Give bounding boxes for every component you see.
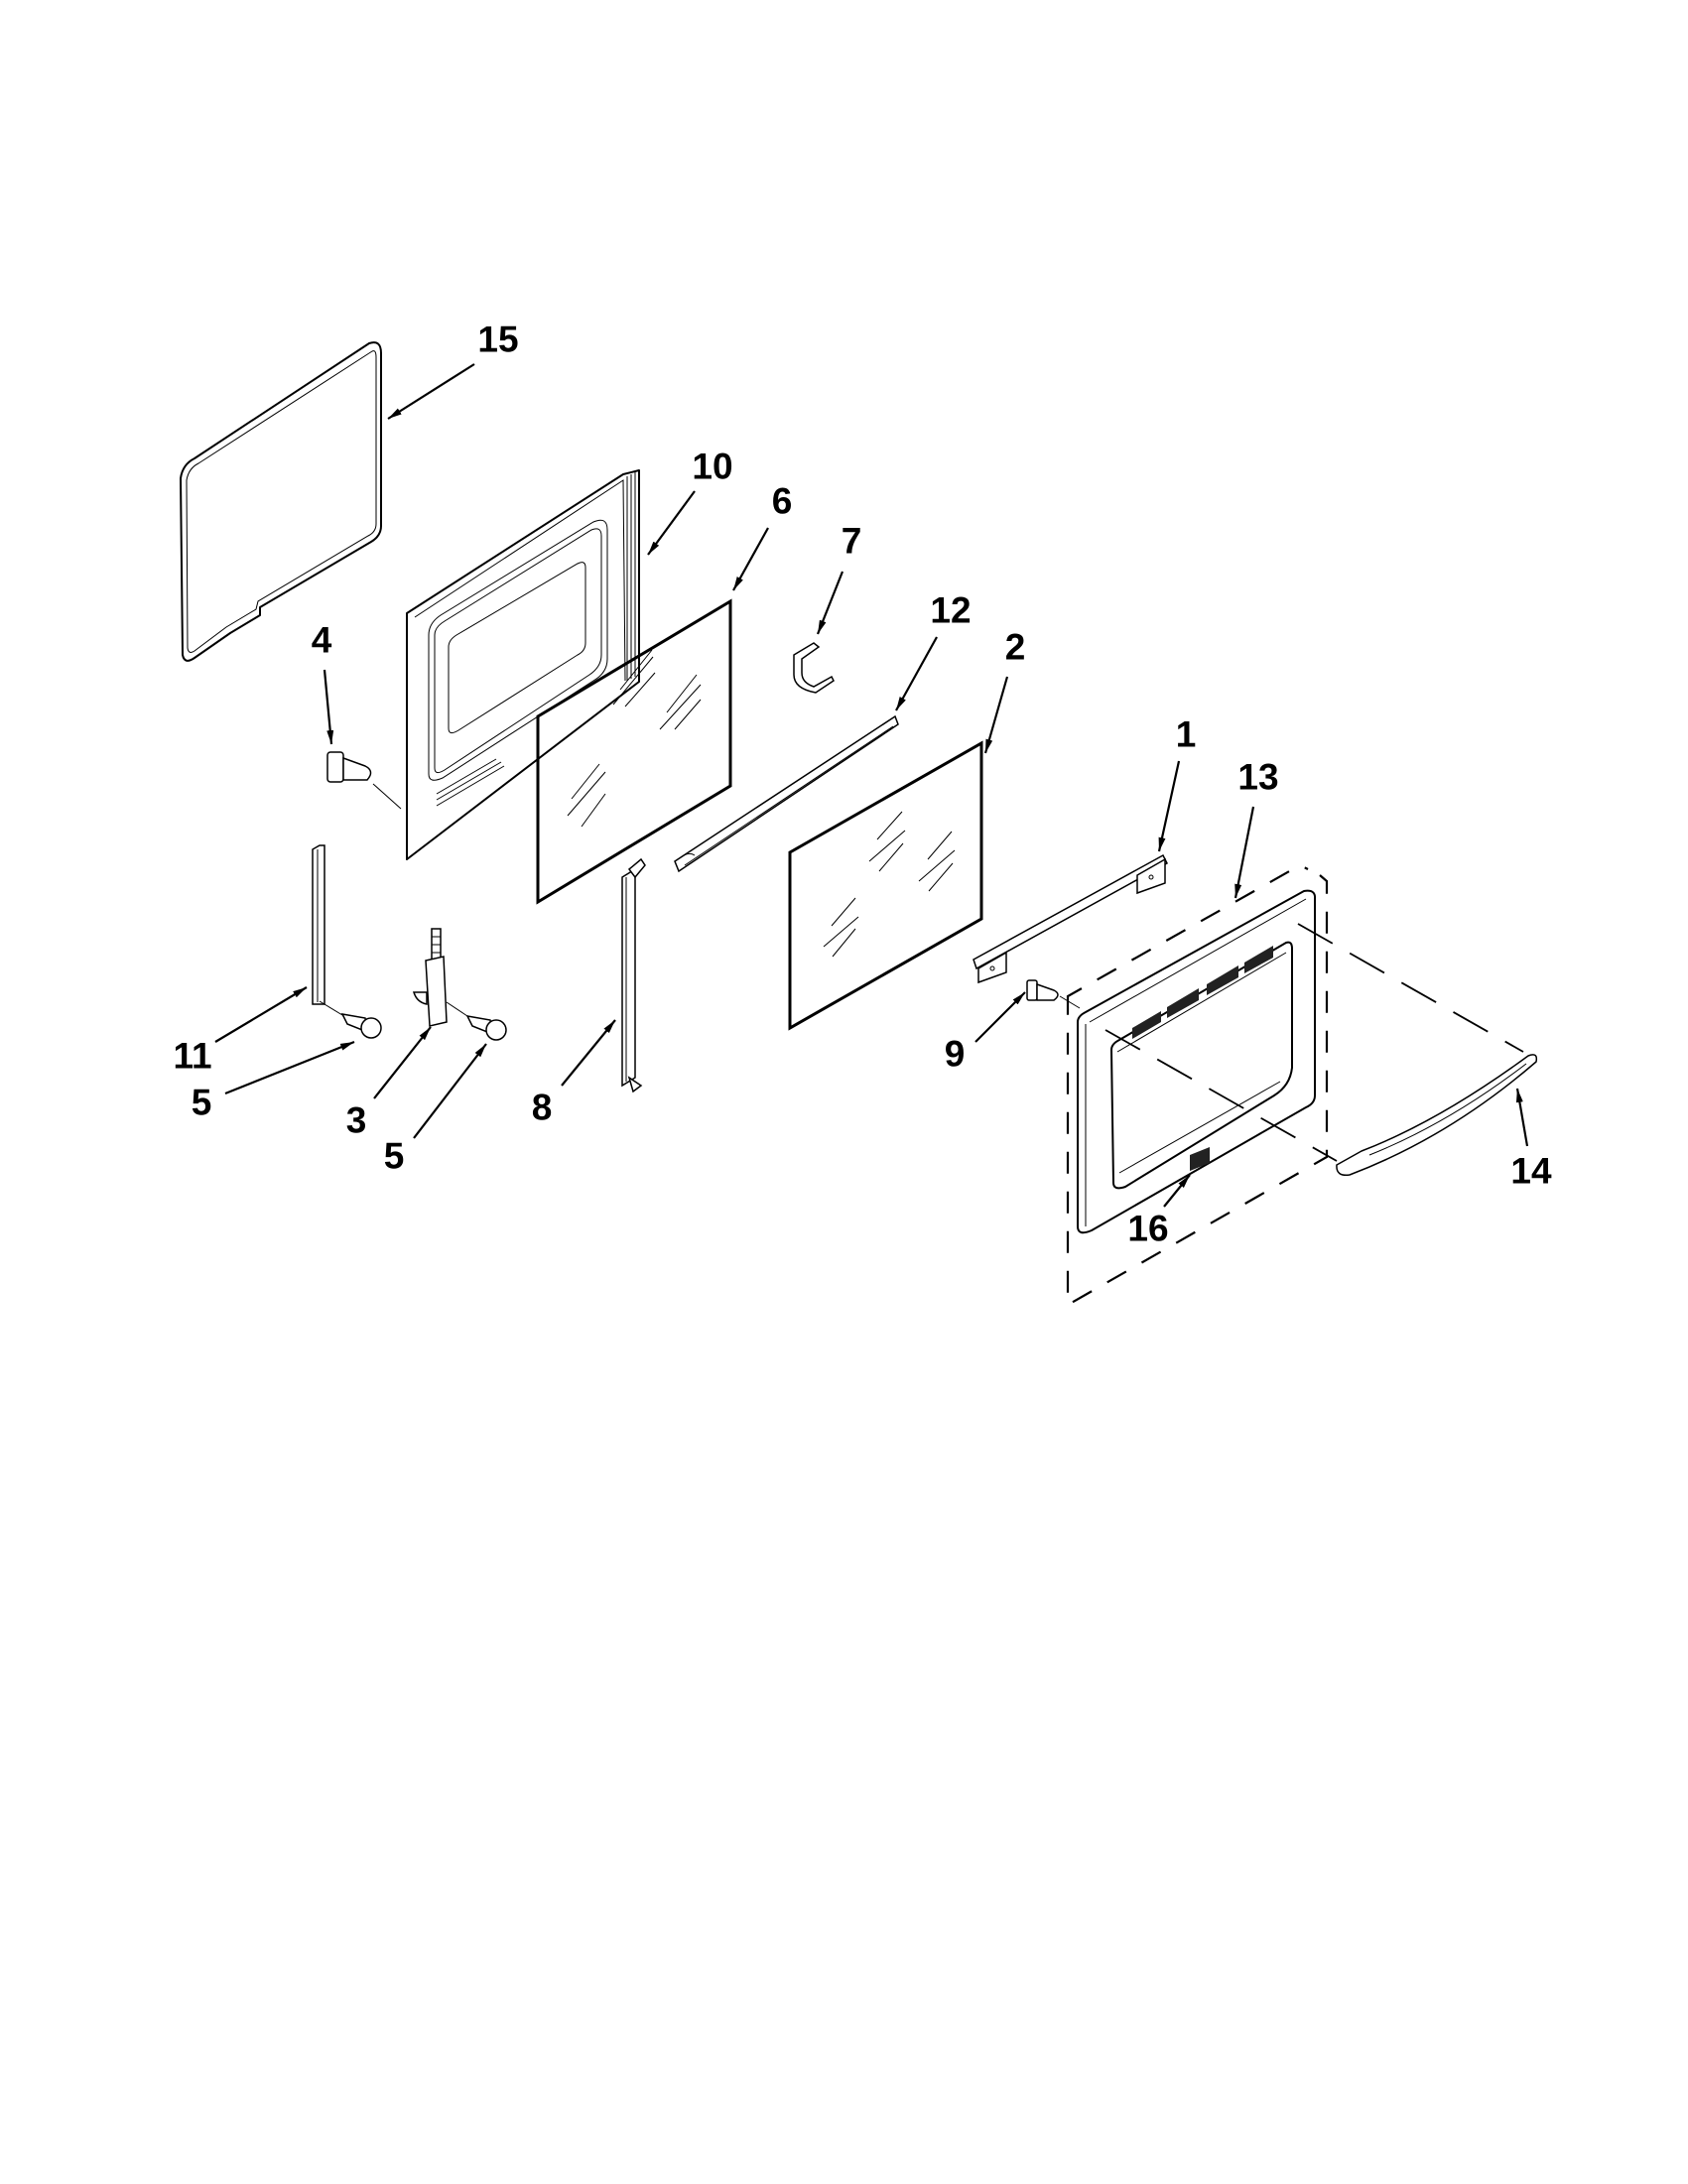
callout-labels: 15 10 6 7 12 2 4 1 13 11 5 3 5 8 9 14 16: [173, 320, 1552, 1249]
leader-lines: [214, 363, 1529, 1208]
callout-15: 15: [477, 320, 518, 360]
screw-part-5a: [340, 1013, 382, 1039]
callout-5b: 5: [384, 1136, 405, 1177]
glass-clip-part-7: [793, 642, 835, 694]
gasket-part-15: [180, 341, 382, 662]
screw-part-9: [1026, 979, 1081, 1009]
badge-part-16: [1190, 1147, 1210, 1171]
side-channel-part-8: [621, 857, 646, 1093]
inner-door-liner-part-10: [406, 469, 640, 860]
callout-1: 1: [1176, 714, 1197, 755]
callout-10: 10: [692, 447, 732, 487]
screw-part-5b: [465, 1015, 507, 1041]
callout-6: 6: [772, 481, 793, 522]
callout-5a: 5: [192, 1083, 212, 1123]
outer-glass-part-2: [788, 740, 983, 1031]
outer-door-panel-part-13: [1066, 863, 1524, 1307]
door-handle-part-14: [1336, 1054, 1538, 1177]
callout-3: 3: [346, 1100, 367, 1141]
side-trim-strip-part-11: [312, 844, 343, 1016]
retainer-strip-part-12: [674, 714, 899, 873]
callout-16: 16: [1127, 1209, 1168, 1249]
vent-grille: [1132, 946, 1273, 1039]
callout-14: 14: [1510, 1151, 1552, 1192]
callout-7: 7: [842, 521, 862, 562]
callout-9: 9: [945, 1034, 966, 1075]
callout-11: 11: [173, 1036, 211, 1077]
top-trim-bar-part-1: [973, 853, 1168, 984]
door-hinge-part-3: [412, 928, 468, 1027]
callout-12: 12: [930, 590, 971, 631]
screw-part-4: [326, 751, 402, 810]
inner-glass-part-6: [536, 598, 732, 905]
callout-2: 2: [1005, 627, 1026, 668]
callout-4: 4: [312, 620, 332, 661]
callout-8: 8: [532, 1088, 553, 1128]
callout-13: 13: [1237, 757, 1278, 798]
